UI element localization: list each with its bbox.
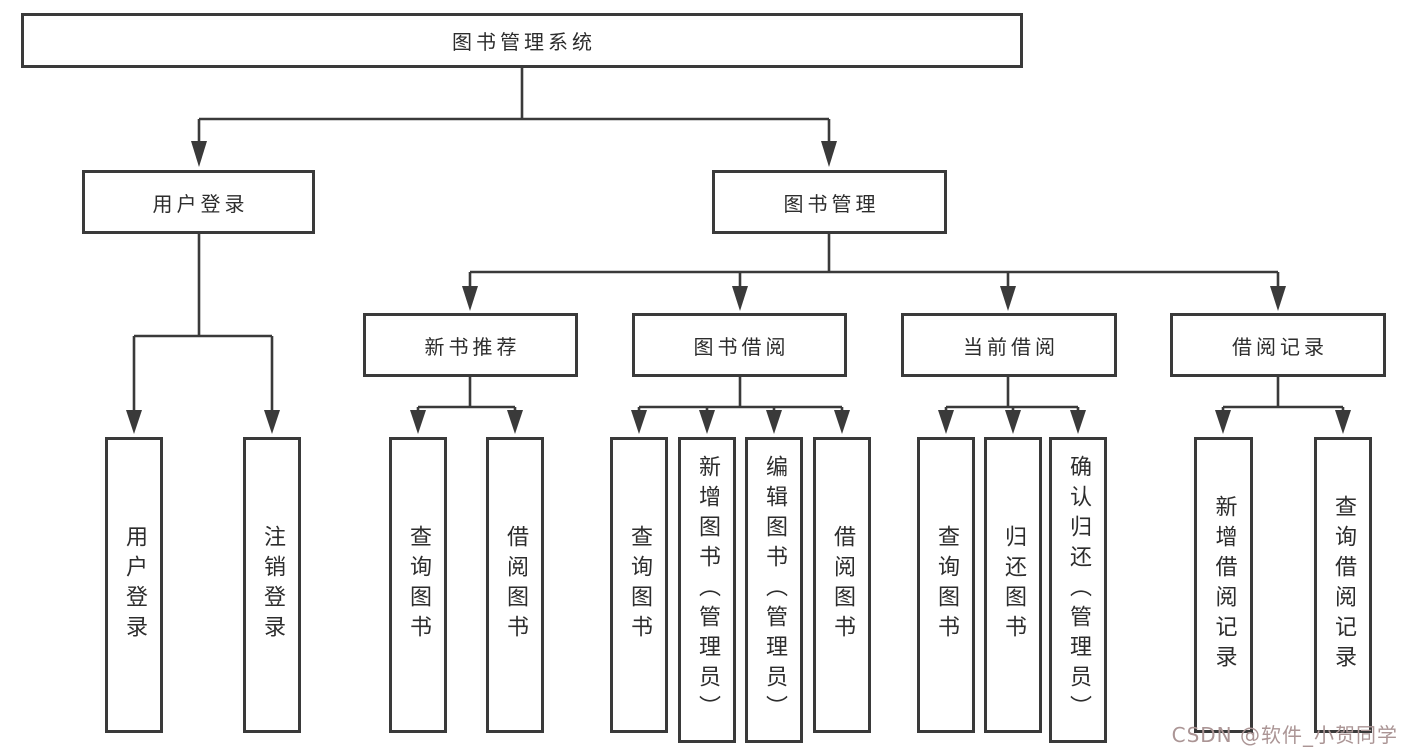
node-new-book-recommend: 新书推荐 [363, 313, 578, 377]
node-book-borrow: 图书借阅 [632, 313, 847, 377]
leaf-add-borrow-record: 新增借阅记录 [1194, 437, 1253, 733]
node-root-system: 图书管理系统 [21, 13, 1023, 68]
leaf-edit-books-admin: 编辑图书（管理员） [745, 437, 803, 743]
leaf-borrow-books: 借阅图书 [813, 437, 871, 733]
leaf-borrow-books-recommend: 借阅图书 [486, 437, 544, 733]
node-user-login: 用户登录 [82, 170, 315, 234]
node-current-borrow: 当前借阅 [901, 313, 1117, 377]
leaf-user-login: 用户登录 [105, 437, 163, 733]
csdn-watermark: CSDN @软件_小贺同学 [1171, 723, 1398, 747]
leaf-confirm-return-admin: 确认归还（管理员） [1049, 437, 1107, 743]
leaf-add-books-admin: 新增图书（管理员） [678, 437, 736, 743]
leaf-query-books-current: 查询图书 [917, 437, 975, 733]
leaf-return-books: 归还图书 [984, 437, 1042, 733]
leaf-query-books-recommend: 查询图书 [389, 437, 447, 733]
leaf-query-borrow-record: 查询借阅记录 [1314, 437, 1372, 733]
node-borrow-records: 借阅记录 [1170, 313, 1386, 377]
leaf-query-books-borrow: 查询图书 [610, 437, 668, 733]
node-book-management: 图书管理 [712, 170, 947, 234]
leaf-logout: 注销登录 [243, 437, 301, 733]
